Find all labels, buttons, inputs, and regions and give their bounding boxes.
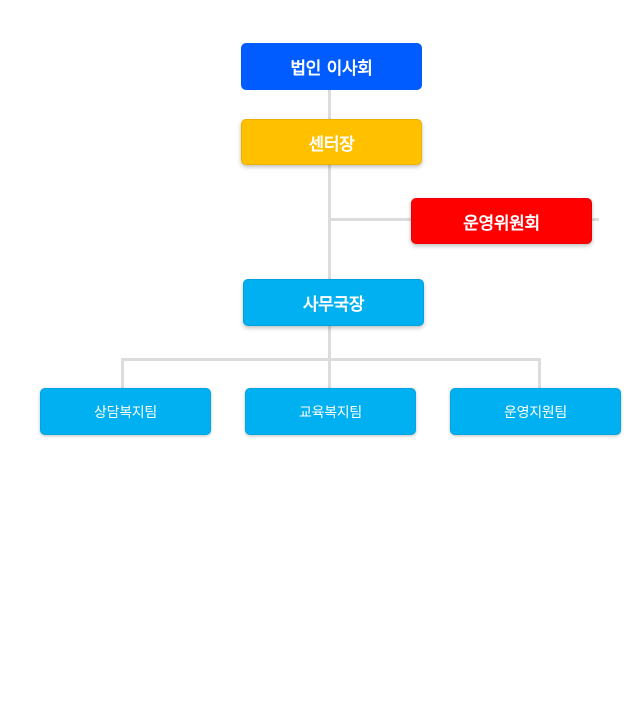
secretary-node: 사무국장 [243,279,424,326]
committee-node: 운영위원회 [411,198,592,244]
board-label: 법인 이사회 [290,59,373,79]
connector-teams-horizontal [121,358,541,361]
connector-team-right-drop [538,358,541,389]
team-node-education: 교육복지팀 [245,388,416,435]
team-label: 교육복지팀 [299,404,362,421]
committee-label: 운영위원회 [463,213,540,234]
director-label: 센터장 [308,134,355,155]
connector-team-center-drop [328,358,331,389]
connector-main-vertical [328,89,331,361]
team-node-counseling: 상담복지팀 [40,388,211,435]
team-label: 상담복지팀 [94,404,157,421]
director-node: 센터장 [241,119,422,165]
team-node-operations: 운영지원팀 [450,388,621,435]
board-node: 법인 이사회 [241,43,422,90]
connector-team-left-drop [121,358,124,389]
secretary-label: 사무국장 [302,295,365,315]
team-label: 운영지원팀 [504,404,567,421]
